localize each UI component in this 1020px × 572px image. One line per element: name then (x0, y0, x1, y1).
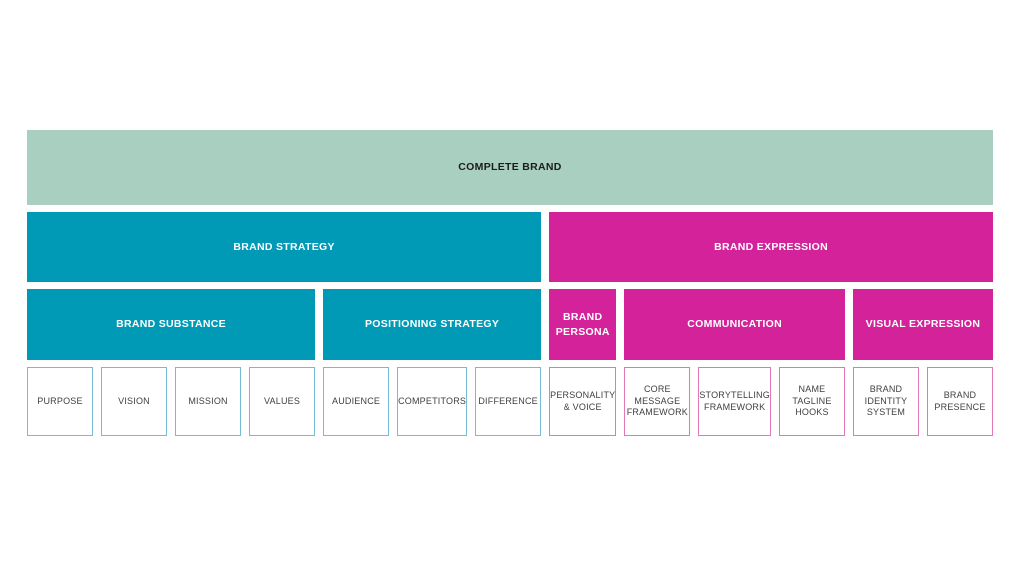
cell-name-tagline-hooks: NAME TAGLINE HOOKS (778, 367, 845, 436)
cell-competitors: COMPETITORS (397, 367, 468, 436)
node-brand-substance: BRAND SUBSTANCE (27, 289, 316, 360)
cell-brand-presence-label: BRAND PRESENCE (934, 389, 986, 412)
cell-storytelling-framework: STORYTELLING FRAMEWORK (698, 367, 771, 436)
node-positioning-strategy-label: POSITIONING STRATEGY (365, 318, 500, 331)
cell-difference: DIFFERENCE (475, 367, 542, 436)
cell-personality-voice-label: PERSONALITY & VOICE (550, 389, 616, 412)
node-brand-expression: BRAND EXPRESSION (549, 212, 993, 282)
diagram-grid: COMPLETE BRAND BRAND STRATEGY BRAND EXPR… (27, 130, 993, 436)
cell-vision-label: VISION (118, 395, 150, 406)
node-complete-brand-label: COMPLETE BRAND (458, 161, 562, 174)
cell-storytelling-framework-label: STORYTELLING FRAMEWORK (699, 389, 770, 412)
node-brand-strategy: BRAND STRATEGY (27, 212, 542, 282)
node-brand-substance-label: BRAND SUBSTANCE (116, 318, 226, 331)
cell-core-message-framework: CORE MESSAGE FRAMEWORK (624, 367, 691, 436)
cell-values: VALUES (249, 367, 316, 436)
node-positioning-strategy: POSITIONING STRATEGY (323, 289, 542, 360)
cell-audience: AUDIENCE (323, 367, 390, 436)
cell-mission-label: MISSION (188, 395, 228, 406)
node-communication: COMMUNICATION (624, 289, 845, 360)
node-brand-strategy-label: BRAND STRATEGY (233, 240, 335, 253)
cell-purpose: PURPOSE (27, 367, 93, 436)
cell-core-message-framework-label: CORE MESSAGE FRAMEWORK (626, 383, 688, 418)
cell-personality-voice: PERSONALITY & VOICE (549, 367, 617, 436)
cell-competitors-label: COMPETITORS (398, 395, 467, 406)
cell-audience-label: AUDIENCE (332, 395, 381, 406)
cell-purpose-label: PURPOSE (37, 395, 83, 406)
cell-brand-presence: BRAND PRESENCE (926, 367, 993, 436)
cell-values-label: VALUES (264, 395, 301, 406)
node-complete-brand: COMPLETE BRAND (27, 130, 993, 205)
cell-vision: VISION (101, 367, 168, 436)
node-visual-expression: VISUAL EXPRESSION (852, 289, 993, 360)
cell-difference-label: DIFFERENCE (478, 395, 538, 406)
node-brand-expression-label: BRAND EXPRESSION (714, 240, 828, 253)
cell-brand-identity-system-label: BRAND IDENTITY SYSTEM (864, 383, 908, 418)
node-brand-persona-label: BRAND PERSONA (555, 311, 610, 338)
node-communication-label: COMMUNICATION (687, 318, 782, 331)
cell-brand-identity-system: BRAND IDENTITY SYSTEM (852, 367, 919, 436)
node-brand-persona: BRAND PERSONA (549, 289, 617, 360)
cell-mission: MISSION (175, 367, 242, 436)
node-visual-expression-label: VISUAL EXPRESSION (865, 318, 981, 331)
cell-name-tagline-hooks-label: NAME TAGLINE HOOKS (792, 383, 832, 418)
